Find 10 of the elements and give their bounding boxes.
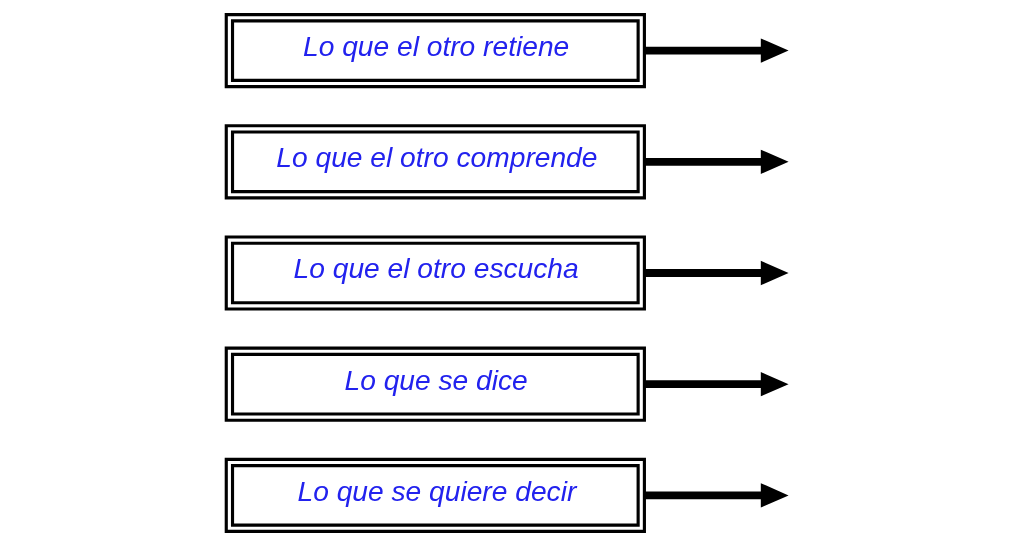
arrow <box>644 260 789 286</box>
node-box: Lo que el otro comprende <box>224 124 646 200</box>
arrow <box>644 149 789 174</box>
node-box: Lo que el otro retiene <box>224 13 646 89</box>
node-box: Lo que el otro escucha <box>224 235 646 311</box>
node-box: Lo que se dice <box>224 346 646 422</box>
node-box: Lo que se quiere decir <box>224 457 646 533</box>
arrow <box>644 38 789 63</box>
arrow <box>644 372 789 397</box>
arrow <box>644 483 789 508</box>
